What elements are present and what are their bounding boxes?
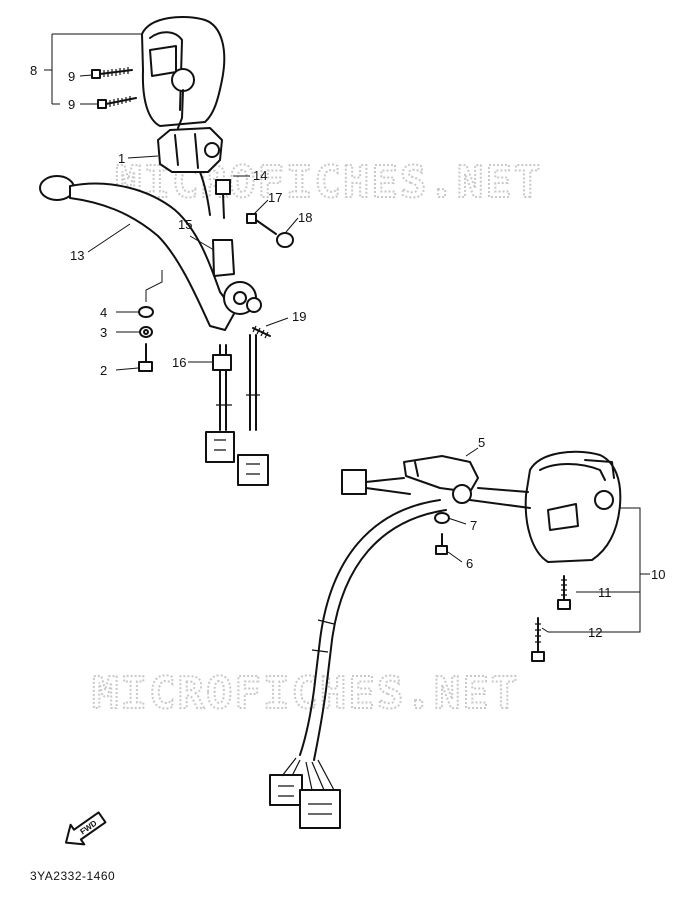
callout-9-lower: 9	[68, 97, 75, 112]
callout-8: 8	[30, 63, 37, 78]
callout-4: 4	[100, 305, 107, 320]
callout-1: 1	[118, 151, 125, 166]
left-wiring	[205, 334, 269, 486]
washer-7	[434, 512, 450, 524]
callout-19: 19	[292, 309, 306, 324]
callout-3: 3	[100, 325, 107, 340]
callout-2: 2	[100, 363, 107, 378]
callout-5: 5	[478, 435, 485, 450]
cable-upper	[199, 171, 235, 277]
brake-switch-connector	[341, 469, 411, 495]
washer-4	[138, 306, 154, 318]
handlebar-right	[469, 487, 531, 509]
brake-switch	[403, 455, 479, 504]
diagram-code: 3YA2332-1460	[30, 869, 115, 883]
callout-9-upper: 9	[68, 69, 75, 84]
bolt-17	[246, 213, 277, 235]
washer-3	[139, 326, 153, 338]
callout-17: 17	[268, 190, 282, 205]
screw-9-lower	[97, 96, 137, 109]
watermark-bottom: MICROFICHES.NET	[92, 668, 519, 719]
right-switch-housing	[524, 450, 622, 563]
callout-10: 10	[651, 567, 665, 582]
callout-11: 11	[598, 585, 612, 600]
callout-7: 7	[470, 518, 477, 533]
clutch-lever	[39, 175, 262, 331]
screw-9-upper	[91, 67, 133, 79]
bolt-2	[138, 343, 153, 372]
right-wiring-harness	[269, 499, 447, 829]
nut-18	[276, 232, 294, 248]
left-switch-housing	[141, 15, 226, 129]
screw-19	[252, 325, 271, 339]
lever-holder-bracket	[157, 127, 223, 173]
forward-arrow-icon: FWD	[64, 811, 107, 846]
callout-18: 18	[298, 210, 312, 225]
screw-6	[435, 533, 448, 555]
callout-12: 12	[588, 625, 602, 640]
callout-13: 13	[70, 248, 84, 263]
callout-15: 15	[178, 217, 192, 232]
callout-16: 16	[172, 355, 186, 370]
callout-6: 6	[466, 556, 473, 571]
callout-14: 14	[253, 168, 267, 183]
screw-12	[531, 617, 545, 662]
leader-lines	[44, 33, 650, 633]
screw-11	[557, 575, 571, 610]
